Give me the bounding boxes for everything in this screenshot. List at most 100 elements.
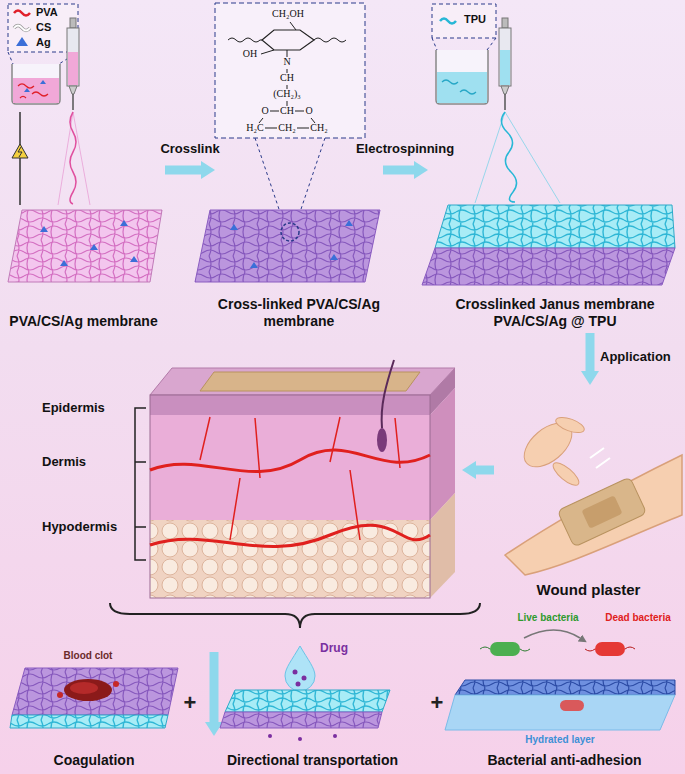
pva-electrospinning-setup-part: [58, 112, 90, 205]
process-arrow: [383, 166, 414, 175]
pva-electrospinning-setup-part: [69, 86, 77, 94]
crosslink-structure-part: [259, 22, 315, 128]
skin-model-part: [150, 525, 430, 546]
tpu-electrospinning-setup-part: [475, 112, 560, 203]
annotation-label: Hypodermis: [42, 520, 117, 535]
pva-electrospinning-setup-part: [16, 37, 28, 46]
transport-figure: [214, 646, 390, 741]
step-label: Application: [600, 350, 671, 365]
antibacterial-figure: [445, 630, 675, 730]
tpu-electrospinning-setup-part: [437, 72, 487, 103]
coagulation-figure: [10, 668, 178, 728]
coagulation-figure-part: [113, 681, 119, 687]
chemical-group: (CH₂)₃: [273, 88, 301, 100]
legend-entry: PVA: [36, 6, 58, 19]
pva-electrospinning-setup-part: [24, 80, 46, 92]
bracket: [110, 603, 480, 628]
panel-caption: Wound plaster: [537, 581, 641, 599]
chemical-group: CH₂OH: [272, 8, 304, 20]
arm-with-plaster-part: [476, 466, 494, 475]
arm-with-plaster: [476, 414, 682, 575]
figure-panel: Wound plaster: [495, 385, 682, 602]
pva-electrospinning-setup-part: [14, 26, 30, 31]
chemical-group: CH: [280, 72, 294, 84]
annotation-label: Dead bacteria: [605, 612, 671, 624]
pva-electrospinning-setup-part: [13, 78, 59, 103]
panel-caption: Crosslinked Janus membrane PVA/CS/Ag @ T…: [430, 296, 680, 330]
step-label: Electrospinning: [356, 142, 454, 157]
annotation-label: Blood clot: [64, 650, 113, 662]
crosslink-structure-part: [281, 223, 299, 241]
tpu-electrospinning-setup-part: [504, 94, 506, 110]
pva-electrospinning-setup-part: [68, 52, 78, 85]
pva-electrospinning-setup-part: [40, 220, 138, 266]
transport-figure-part: [210, 652, 219, 722]
pva-electrospinning-setup: [8, 4, 162, 282]
transport-figure-part: [296, 682, 301, 687]
chemical-group: CH₂: [310, 122, 327, 134]
chemical-group: CH: [280, 105, 294, 117]
arm-with-plaster-part-part: [557, 477, 646, 547]
transport-figure-part: [220, 712, 382, 728]
tpu-electrospinning-setup-part: [442, 80, 476, 94]
coagulation-figure-part: [57, 692, 63, 698]
arm-with-plaster-part: [590, 448, 610, 468]
pva-electrospinning-setup-part: [72, 94, 74, 110]
crosslink-structure-part: [195, 210, 380, 282]
crosslink-structure-part: [215, 3, 365, 138]
legend-label: CS: [36, 21, 51, 34]
skin-model-part: [150, 395, 430, 598]
pva-electrospinning-setup-part: [67, 28, 79, 86]
crosslink-structure-part: [314, 38, 346, 42]
chemical-group: N: [283, 56, 290, 68]
transport-figure-part: [225, 690, 390, 712]
figure-panel: Bacterial anti-adhesion: [447, 632, 682, 772]
legend-entry: CS: [36, 21, 51, 34]
pva-electrospinning-setup-part: [8, 210, 162, 282]
pva-electrospinning-setup-part: [70, 18, 76, 28]
tpu-electrospinning-setup-part: [422, 248, 675, 285]
crosslink-structure-part: [262, 30, 314, 50]
skin-model-part: [150, 395, 430, 415]
figure-panel: Cross-linked PVA/CS/Ag membrane: [215, 95, 383, 333]
skin-model-part: [377, 428, 387, 452]
chemical-group: OH: [243, 48, 257, 60]
tpu-electrospinning-setup-part: [500, 50, 510, 85]
skin-model-part: [150, 415, 430, 520]
crosslink-structure-part: [230, 220, 353, 268]
figure-panel: Directional transportation: [200, 632, 425, 772]
crosslink-structure-part: [228, 38, 262, 42]
annotation-label: +: [184, 690, 197, 715]
antibacterial-figure-part: [490, 642, 520, 656]
transport-figure-part: [333, 734, 337, 738]
annotation-label: Hydrated layer: [525, 734, 594, 746]
panel-caption: Coagulation: [54, 752, 135, 769]
antibacterial-figure-part: [595, 642, 625, 656]
annotation-label: Epidermis: [42, 401, 105, 416]
antibacterial-figure-part: [524, 630, 580, 638]
pva-electrospinning-setup-part: [18, 147, 22, 157]
pva-electrospinning-setup-part: [12, 144, 28, 158]
tpu-electrospinning-setup-part: [436, 50, 488, 104]
transport-figure-part: [293, 670, 298, 675]
tpu-electrospinning-setup-part: [440, 19, 456, 24]
transport-figure-part: [285, 646, 315, 691]
annotation-label: Dermis: [42, 455, 86, 470]
figure-panel: PVA/CS/Ag membrane: [2, 95, 165, 333]
transport-figure-part: [302, 676, 307, 681]
legend-label: PVA: [36, 6, 58, 19]
chemical-group: O: [261, 105, 268, 117]
arm-with-plaster-part-part: [581, 495, 622, 528]
figure-panel: Crosslinked Janus membrane PVA/CS/Ag @ T…: [428, 95, 682, 333]
antibacterial-figure-part: [480, 647, 530, 651]
skin-model: [135, 360, 455, 598]
tpu-electrospinning-setup-part: [432, 4, 496, 38]
coagulation-figure-part: [70, 682, 98, 694]
crosslink-structure: [195, 3, 380, 282]
chemical-group: H₂C: [246, 122, 263, 134]
antibacterial-figure-part: [560, 700, 584, 711]
skin-model-part: [382, 360, 394, 428]
step-label: Crosslink: [160, 142, 219, 157]
process-arrow: [165, 166, 201, 175]
